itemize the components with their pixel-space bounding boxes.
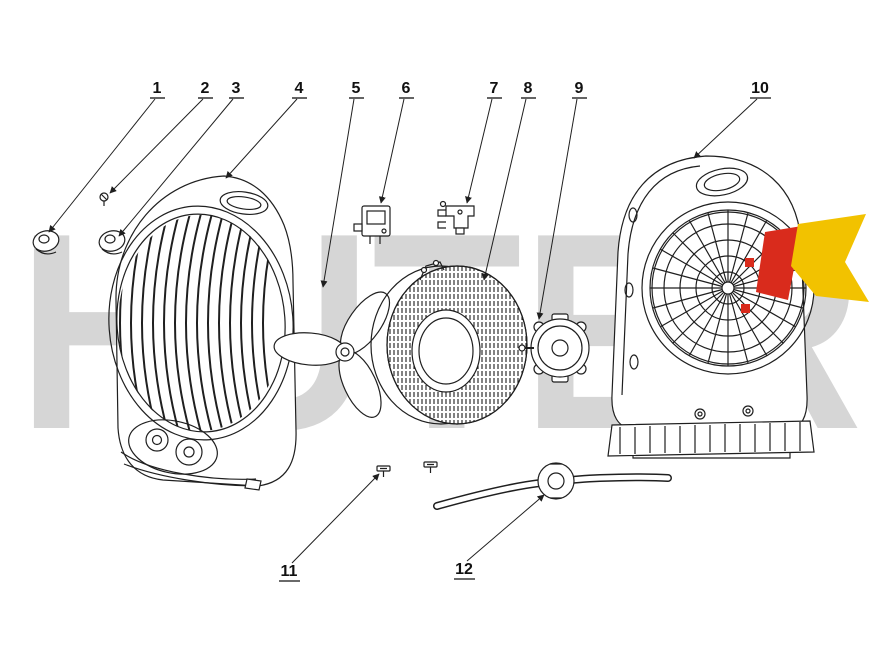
part-label-11: 11 <box>281 563 298 580</box>
part-label-8: 8 <box>524 80 533 97</box>
part-heating-element <box>370 259 528 425</box>
part-label-10: 10 <box>751 80 769 97</box>
part-fan-blade <box>273 291 391 418</box>
part-label-3: 3 <box>232 80 241 97</box>
control-knobs <box>128 419 218 475</box>
housing-foot <box>244 478 262 491</box>
logo-red-shape <box>756 226 802 300</box>
leader-line-12 <box>466 494 545 562</box>
part-front-housing <box>108 175 297 491</box>
part-thermostat-bracket <box>437 200 475 235</box>
part-label-1: 1 <box>153 80 162 97</box>
leader-lines <box>48 98 758 564</box>
front-grille <box>108 205 294 441</box>
part-rear-housing <box>607 155 815 459</box>
part-label-2: 2 <box>201 80 210 97</box>
part-knob-3 <box>98 230 126 255</box>
element-bracket <box>419 261 445 281</box>
part-label-7: 7 <box>490 80 499 97</box>
leader-line-1 <box>48 98 156 233</box>
brand-logo <box>741 214 869 313</box>
leader-line-2 <box>109 98 204 194</box>
part-motor <box>518 313 590 383</box>
part-label-12: 12 <box>455 561 473 578</box>
part-power-cord <box>433 462 672 510</box>
cord-grommet <box>537 462 575 500</box>
leader-line-6 <box>378 98 405 204</box>
leader-line-11 <box>291 473 380 564</box>
handle-slot <box>219 191 269 215</box>
part-label-5: 5 <box>352 80 361 97</box>
housing-base-lines <box>120 451 258 487</box>
part-label-6: 6 <box>402 80 411 97</box>
rear-grille <box>641 201 815 375</box>
leader-line-3 <box>118 98 234 237</box>
part-switch <box>353 205 391 244</box>
logo-red-dot <box>741 304 750 313</box>
part-label-9: 9 <box>575 80 584 97</box>
leader-line-5 <box>320 98 355 288</box>
part-screw-2 <box>99 192 109 206</box>
leader-line-10 <box>693 98 758 159</box>
part-foot-screws <box>376 461 438 477</box>
logo-yellow-shape <box>791 214 869 302</box>
rear-base <box>607 405 815 457</box>
rear-handle-slot <box>695 167 749 197</box>
part-knob-1 <box>32 230 60 255</box>
leader-line-9 <box>536 98 578 320</box>
leader-line-4 <box>225 98 298 179</box>
part-labels: 1 2 3 4 5 6 7 8 9 10 11 12 <box>150 80 771 582</box>
logo-red-dot <box>745 258 754 267</box>
leader-line-8 <box>482 98 527 281</box>
leader-line-7 <box>465 98 493 204</box>
part-label-4: 4 <box>295 80 304 97</box>
